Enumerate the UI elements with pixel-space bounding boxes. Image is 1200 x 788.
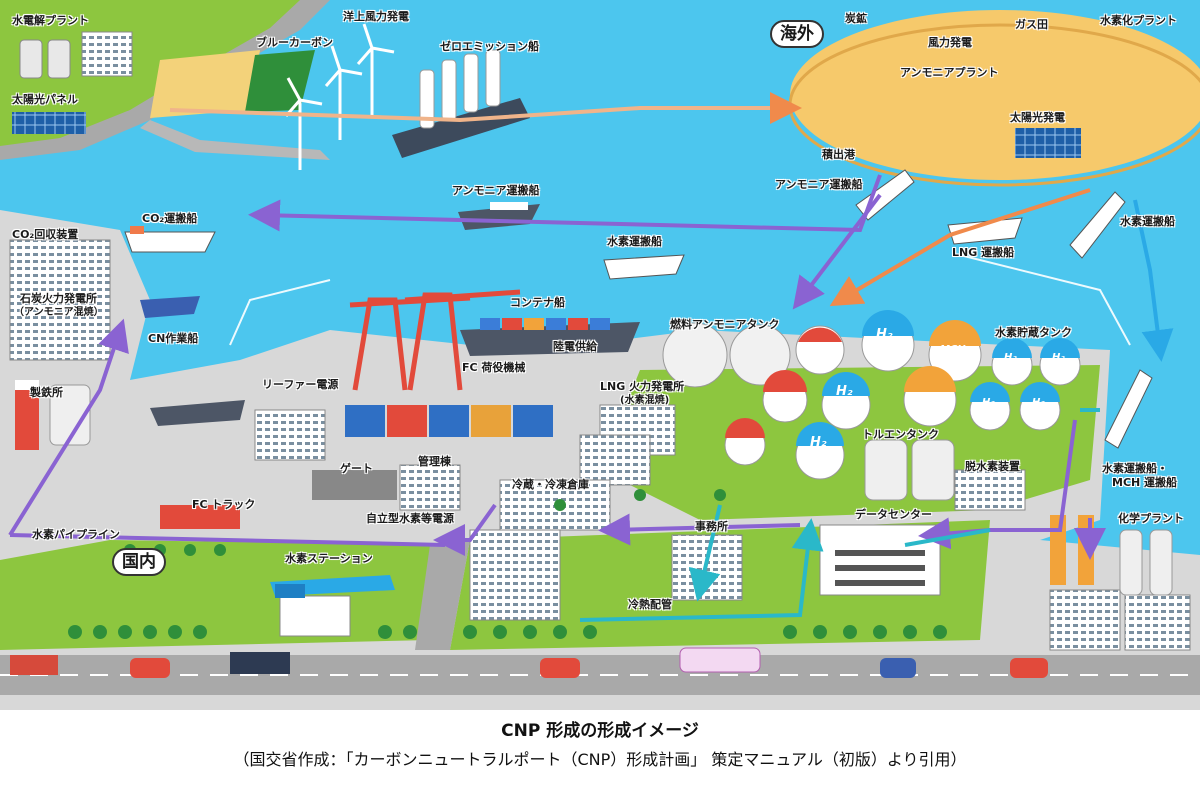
tank-mark-h2-6: H₂ xyxy=(1032,397,1045,408)
label-coal-mine: 炭鉱 xyxy=(845,12,867,25)
road-diagonal xyxy=(415,540,470,650)
label-solar-panel: 太陽光パネル xyxy=(12,93,78,106)
green-lower-left xyxy=(0,540,440,650)
label-fc-cargo: FC 荷役機械 xyxy=(462,361,526,374)
overseas-island xyxy=(790,10,1200,180)
label-office: 事務所 xyxy=(695,520,728,533)
tank-mark-mch-1: MCH xyxy=(940,344,966,355)
label-lng-carrier: LNG 運搬船 xyxy=(952,246,1015,259)
label-lng-power-1: LNG 火力発電所 xyxy=(600,380,685,393)
tank-area xyxy=(662,318,1081,501)
label-co2-capture: CO₂回収装置 xyxy=(12,228,79,241)
label-loading-port: 積出港 xyxy=(822,148,855,161)
label-reefer-power: リーファー電源 xyxy=(262,378,339,391)
label-zero-emission-ship: ゼロエミッション船 xyxy=(440,40,539,53)
container-ship-graphic xyxy=(460,318,640,356)
tank-mark-h2-5: H₂ xyxy=(982,397,995,408)
label-electrolysis-plant: 水電解プラント xyxy=(12,14,89,27)
tank-mark-h2-2: H₂ xyxy=(1004,352,1017,363)
label-container-ship: コンテナ船 xyxy=(510,296,565,309)
electrolysis-plant-graphic xyxy=(19,31,133,79)
label-fuel-ammonia-tank: 燃料アンモニアタンク xyxy=(670,318,780,331)
label-gate: ゲート xyxy=(340,462,373,475)
label-cold-heat-pipe: 冷熱配管 xyxy=(628,598,672,611)
label-blue-carbon: ブルーカーボン xyxy=(256,36,333,49)
label-ammonia-plant: アンモニアプラント xyxy=(900,66,999,79)
gantry-cranes xyxy=(349,289,521,391)
blue-carbon-graphic xyxy=(150,50,315,118)
label-offshore-wind: 洋上風力発電 xyxy=(343,10,409,23)
label-coal-power-1: 石炭火力発電所 xyxy=(20,292,97,305)
coal-power-plant-graphic xyxy=(9,239,111,450)
label-self-hydrogen-power: 自立型水素等電源 xyxy=(366,512,454,525)
tank-caps xyxy=(725,310,1080,446)
wind-turbines-offshore xyxy=(284,23,395,170)
caption-title: CNP 形成の形成イメージ xyxy=(501,721,699,741)
label-steelworks: 製鉄所 xyxy=(30,386,63,399)
label-cold-storage: 冷蔵・冷凍倉庫 xyxy=(512,478,589,491)
label-hydrogen-carrier-mch-2: MCH 運搬船 xyxy=(1112,476,1178,489)
label-gas-field: ガス田 xyxy=(1015,18,1048,31)
container-yard xyxy=(345,405,553,437)
label-domestic: 国内 xyxy=(112,548,166,576)
trees xyxy=(68,489,947,639)
label-hydrogen-pipeline: 水素パイプライン xyxy=(32,528,120,541)
tank-mark-h2-7: H₂ xyxy=(810,435,827,450)
solar-panel-overseas xyxy=(1015,128,1081,158)
label-hydrogen-station: 水素ステーション xyxy=(285,552,373,565)
label-data-center: データセンター xyxy=(855,508,932,521)
chemical-plant-graphic xyxy=(1050,515,1173,596)
label-hydrogen-storage-tank: 水素貯蔵タンク xyxy=(995,326,1072,339)
land-top-left-green xyxy=(0,0,300,146)
label-hydrogen-carrier-mch-1: 水素運搬船・ xyxy=(1102,462,1168,475)
label-solar-power: 太陽光発電 xyxy=(1010,111,1065,124)
cnp-illustration: 水電解プラント ブルーカーボン 洋上風力発電 ゼロエミッション船 太陽光パネル … xyxy=(0,0,1200,710)
tank-mark-lng-3: LNG xyxy=(735,437,758,448)
guide-lines xyxy=(229,254,1131,346)
vehicles xyxy=(10,505,1048,678)
cnp-diagram-graphic xyxy=(0,0,1200,710)
tank-mark-h2-1: H₂ xyxy=(876,327,893,342)
label-wind-power: 風力発電 xyxy=(928,36,972,49)
label-hydrogen-plant: 水素化プラント xyxy=(1100,14,1177,27)
tank-mark-h2-4: H₂ xyxy=(836,384,853,399)
breakwater xyxy=(140,120,330,160)
label-hydrogen-carrier-mid: 水素運搬船 xyxy=(607,235,662,248)
label-chemical-plant: 化学プラント xyxy=(1118,512,1184,525)
label-ammonia-carrier-top: アンモニア運搬船 xyxy=(452,184,540,197)
label-dehydrogenation: 脱水素装置 xyxy=(965,460,1020,473)
label-ammonia-carrier-right: アンモニア運搬船 xyxy=(775,178,863,191)
flow-arrows xyxy=(8,92,1174,622)
label-shore-power: 陸電供給 xyxy=(553,340,597,353)
tank-mark-mch-2: MCH xyxy=(915,391,941,402)
ships xyxy=(124,169,1153,449)
tank-mark-h2-3: H₂ xyxy=(1052,352,1065,363)
solar-panel-left xyxy=(12,112,86,134)
tank-mark-lng-2: LNG xyxy=(773,391,796,402)
label-overseas: 海外 xyxy=(770,20,824,48)
hydrogen-station-graphic xyxy=(270,575,395,637)
caption-source: （国交省作成：「カーボンニュートラルポート（CNP）形成計画」 策定マニュアル（… xyxy=(233,750,967,769)
tank-mark-lng-1: LNG xyxy=(808,341,831,352)
label-hydrogen-carrier-right: 水素運搬船 xyxy=(1120,215,1175,228)
label-admin-building: 管理棟 xyxy=(418,455,451,468)
label-lng-power-2: (水素混焼) xyxy=(620,395,670,406)
label-toluene-tank: トルエンタンク xyxy=(862,428,939,441)
label-co2-carrier: CO₂運搬船 xyxy=(142,212,198,225)
label-cn-work-ship: CN作業船 xyxy=(148,332,199,345)
label-fc-truck: FC トラック xyxy=(192,498,256,511)
label-coal-power-2: （アンモニア混焼） xyxy=(14,307,104,318)
